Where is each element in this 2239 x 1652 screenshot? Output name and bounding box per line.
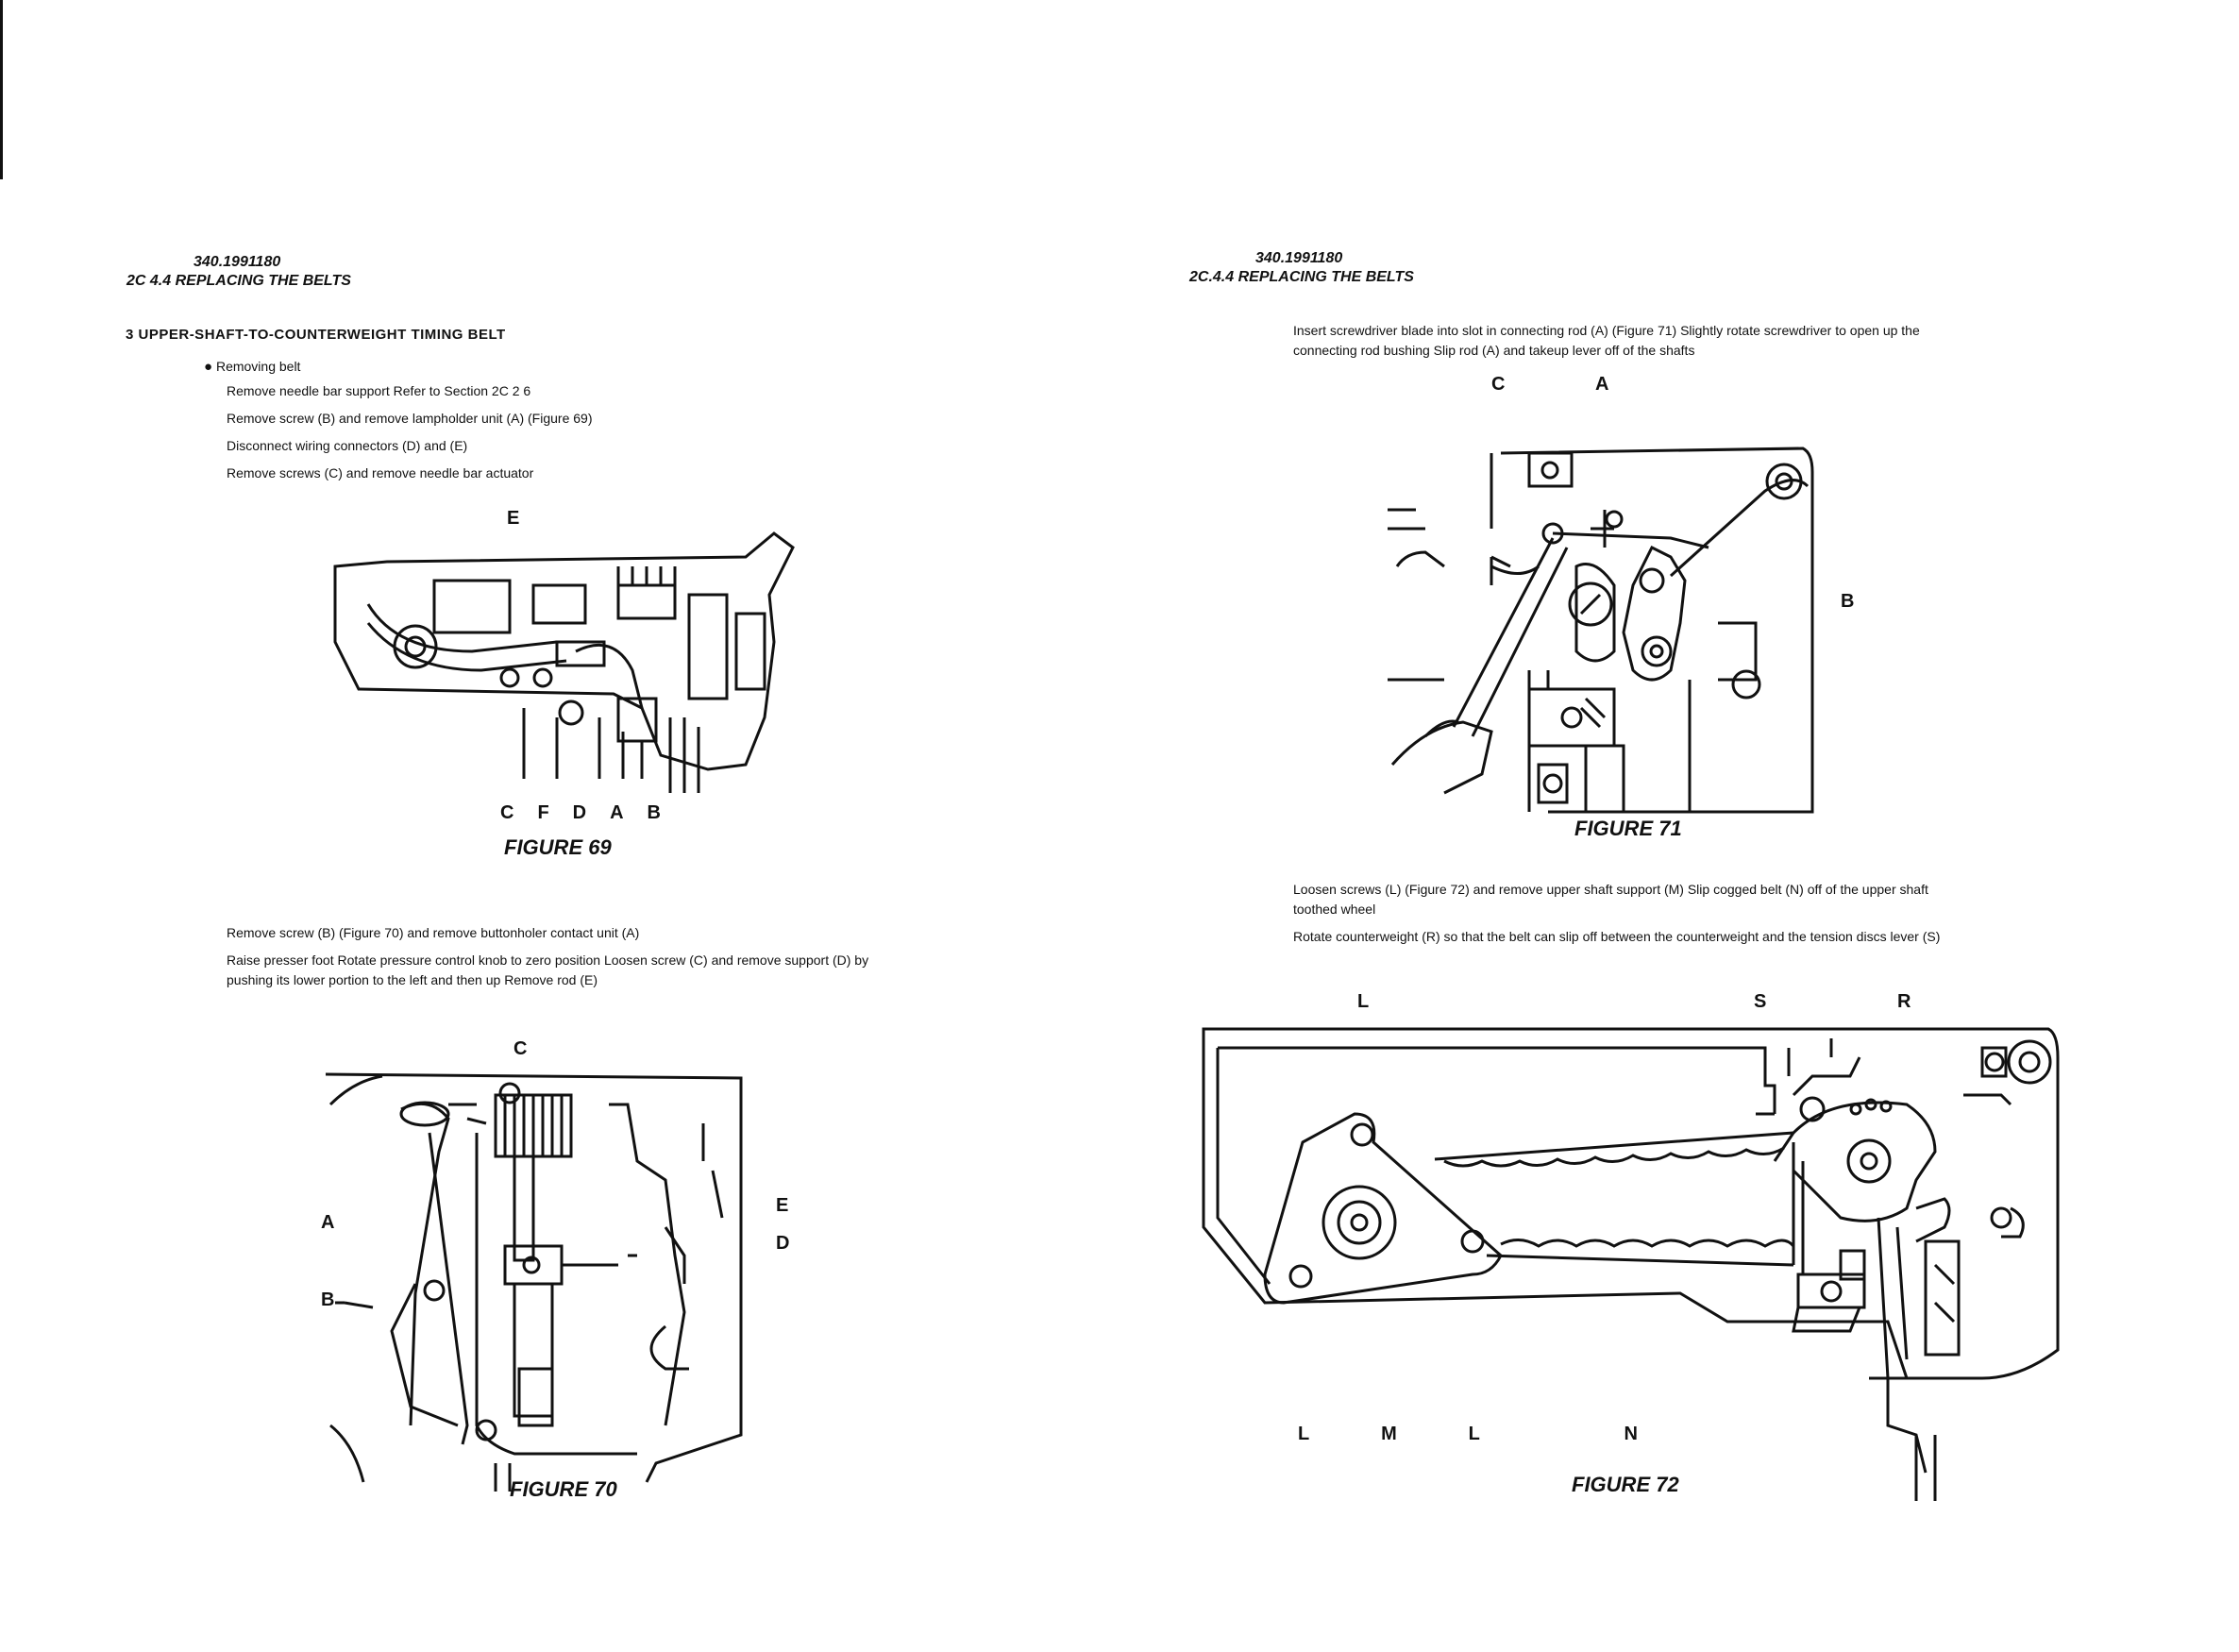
figure-69-drawing [330,529,802,802]
figure-71-caption: FIGURE 71 [1574,817,1682,840]
fig72-label-l-2: L [1468,1424,1480,1444]
fig72-label-r: R [1897,991,1911,1012]
fig72-label-l-top: L [1357,991,1370,1012]
para-71: Insert screwdriver blade into slot in co… [1293,323,1920,358]
bullet-dot-icon: ● [204,359,213,375]
step-4: Remove screws (C) and remove needle bar … [227,465,534,480]
figure-71-drawing [1388,396,1841,821]
para-72-line-1: Loosen screws (L) (Figure 72) and remove… [1293,882,1928,917]
para-72: Loosen screws (L) (Figure 72) and remove… [1293,880,1973,954]
fig72-label-m: M [1381,1424,1397,1444]
left-doc-number: 340.1991180 [194,254,281,270]
fig72-bottom-labels: L M L N [1298,1424,1638,1445]
left-heading: 3 UPPER-SHAFT-TO-COUNTERWEIGHT TIMING BE… [126,327,506,343]
fig71-label-c: C [1491,374,1506,395]
fig70-label-d: D [776,1233,790,1254]
bullet-text: Removing belt [215,359,301,374]
fig71-label-b: B [1841,591,1855,612]
step-1: Remove needle bar support Refer to Secti… [227,383,531,398]
para-70: Remove screw (B) (Figure 70) and remove … [227,923,906,998]
fig69-label-a: A [610,802,624,823]
fig72-label-s: S [1754,991,1767,1012]
figure-72-caption: FIGURE 72 [1572,1473,1679,1496]
fig70-label-b: B [321,1290,335,1310]
fig70-label-c: C [513,1038,528,1059]
bullet-line: ● Removing belt [204,357,300,377]
fig70-label-a: A [321,1212,335,1233]
step-3: Disconnect wiring connectors (D) and (E) [227,438,468,453]
fig69-label-f: F [537,802,549,823]
figure-72-drawing [1189,1020,2067,1501]
fig69-label-b: B [647,802,661,823]
left-steps: Remove needle bar support Refer to Secti… [227,381,887,491]
figure-70-caption: FIGURE 70 [510,1477,617,1501]
fig72-label-n: N [1624,1424,1638,1444]
right-doc-number: 340.1991180 [1255,250,1343,266]
para-72-line-2: Rotate counterweight (R) so that the bel… [1293,929,1941,944]
para-70-line-2: Raise presser foot Rotate pressure contr… [227,952,869,987]
fig69-label-c: C [500,802,514,823]
fig69-bottom-labels: C F D A B [500,802,661,824]
figure-69-caption: FIGURE 69 [504,835,612,859]
para-70-line-1: Remove screw (B) (Figure 70) and remove … [227,925,640,940]
figure-70-drawing [326,1067,783,1492]
step-2: Remove screw (B) and remove lampholder u… [227,411,593,426]
left-section-title: 2C 4.4 REPLACING THE BELTS [126,273,351,289]
scan-edge-line [0,0,3,179]
fig72-label-l-1: L [1298,1424,1310,1444]
fig69-label-d: D [572,802,587,823]
fig69-label-e: E [507,508,520,529]
right-section-title: 2C.4.4 REPLACING THE BELTS [1189,269,1414,285]
fig70-label-e: E [776,1195,789,1216]
fig71-label-a: A [1595,374,1609,395]
